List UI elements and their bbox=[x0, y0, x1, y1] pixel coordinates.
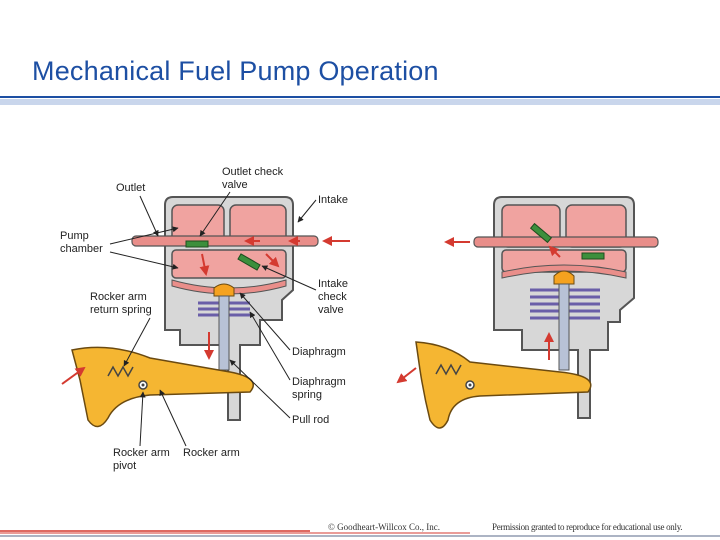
left-outlet-valve bbox=[185, 240, 209, 248]
label-rocker-arm-return-spring-2: return spring bbox=[90, 304, 152, 316]
right-pull-rod bbox=[558, 283, 570, 371]
left-rocker-arm bbox=[71, 346, 254, 428]
label-diaphragm-spring-2: spring bbox=[292, 389, 322, 401]
right-rocker-arrow bbox=[396, 367, 417, 384]
label-intake-check-valve-3: valve bbox=[318, 304, 344, 316]
label-outlet: Outlet bbox=[116, 182, 145, 194]
label-diaphragm-spring: Diaphragm bbox=[292, 376, 346, 388]
left-return-spring bbox=[107, 365, 134, 378]
label-rocker-arm-return-spring: Rocker arm bbox=[90, 291, 147, 303]
footer-permission: Permission granted to reproduce for educ… bbox=[492, 522, 683, 532]
label-rocker-arm: Rocker arm bbox=[183, 447, 240, 459]
label-rocker-arm-pivot: Rocker arm bbox=[113, 447, 170, 459]
label-pull-rod: Pull rod bbox=[292, 414, 329, 426]
left-fuel-pipe bbox=[131, 235, 319, 247]
label-rocker-arm-pivot-2: pivot bbox=[113, 460, 136, 472]
right-rocker-arm bbox=[415, 341, 592, 429]
leader-lines bbox=[109, 191, 317, 447]
right-diaphragm bbox=[501, 264, 627, 279]
left-lower-chamber bbox=[171, 249, 287, 279]
label-outlet-check-valve-2: valve bbox=[222, 179, 248, 191]
label-intake-check-valve: Intake bbox=[318, 278, 348, 290]
label-intake: Intake bbox=[318, 194, 348, 206]
left-diaphragm-cap bbox=[213, 283, 235, 297]
left-pull-rod bbox=[218, 295, 230, 371]
label-pump-chamber-2: chamber bbox=[60, 243, 103, 255]
right-fuel-pipe bbox=[473, 236, 659, 248]
left-diaphragm bbox=[171, 279, 287, 295]
label-diaphragm: Diaphragm bbox=[292, 346, 346, 358]
left-pump bbox=[61, 196, 350, 428]
footer-accent-lines bbox=[0, 530, 720, 537]
slide-title: Mechanical Fuel Pump Operation bbox=[32, 56, 439, 86]
right-outlet-valve bbox=[529, 222, 553, 244]
label-pump-chamber: Pump bbox=[60, 230, 89, 242]
label-outlet-check-valve: Outlet check bbox=[222, 166, 284, 178]
right-intake-valve bbox=[581, 252, 605, 260]
diagram-labels: Outlet Outlet check valve Intake Pump ch… bbox=[60, 166, 348, 472]
footer-copyright: © Goodheart-Willcox Co., Inc. bbox=[328, 522, 440, 532]
right-diaphragm-cap bbox=[553, 270, 575, 285]
label-intake-check-valve-2: check bbox=[318, 291, 347, 303]
title-underline bbox=[0, 96, 720, 105]
right-pump bbox=[396, 196, 659, 429]
left-intake-valve bbox=[237, 253, 261, 271]
right-return-spring bbox=[435, 363, 462, 376]
left-rocker-arrow bbox=[61, 366, 86, 385]
